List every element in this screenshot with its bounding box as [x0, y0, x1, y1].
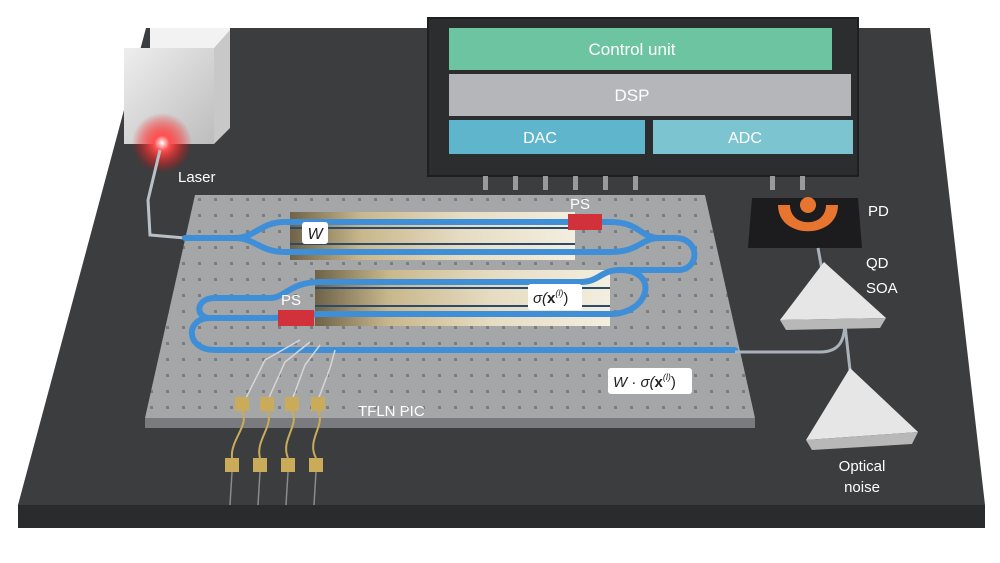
- activation-label-box: [528, 284, 582, 310]
- qd-soa-amplifier: [780, 262, 886, 320]
- control-pins: [483, 176, 805, 190]
- optical-noise-source: [806, 368, 918, 440]
- adc-block: [653, 120, 853, 154]
- weight-label-box: [302, 222, 328, 244]
- photodetector-ring: [778, 205, 838, 232]
- weight-lower-waveguide: [232, 235, 578, 255]
- weight-label: W: [307, 226, 324, 243]
- dac-label: DAC: [523, 130, 557, 147]
- board-leads: [229, 471, 317, 506]
- noise-label: noise: [844, 479, 880, 496]
- output-label-box: [608, 368, 692, 394]
- output-waveguide: [188, 315, 738, 353]
- weight-output-merge: [572, 235, 663, 255]
- activation-label: σ(x(l)): [533, 288, 568, 307]
- control-unit-block: [449, 28, 832, 70]
- photodetector-label: PD: [868, 203, 889, 220]
- control-unit-label: Control unit: [589, 40, 676, 59]
- laser-box-side: [214, 30, 230, 144]
- noise-fiber: [843, 324, 852, 371]
- soa-label: SOA: [866, 280, 898, 297]
- bond-pads: [225, 397, 325, 472]
- dsp-label: DSP: [615, 86, 650, 105]
- qd-label: QD: [866, 255, 889, 272]
- top-phase-shifter-label: PS: [570, 196, 590, 213]
- optical-label: Optical: [839, 458, 886, 475]
- optical-noise-source-base: [806, 432, 918, 450]
- top-phase-shifter: [568, 214, 602, 230]
- photodetector-core: [800, 197, 816, 213]
- left-phase-shifter: [278, 310, 314, 326]
- tfln-pic-chip-edge: [145, 418, 755, 428]
- board-front-edge: [18, 505, 985, 528]
- waveguides: [182, 219, 738, 353]
- dsp-block: [449, 74, 851, 116]
- activation-loop-waveguide: [607, 267, 649, 317]
- laser-box-top: [150, 28, 230, 48]
- laser-fiber: [146, 149, 186, 240]
- laser-label: Laser: [178, 169, 216, 186]
- tfln-pic-label: TFLN PIC: [358, 403, 425, 420]
- qd-soa-amplifier-base: [780, 318, 886, 330]
- bond-wires: [230, 410, 321, 459]
- dac-block: [449, 120, 645, 154]
- laser-glow: [132, 113, 192, 173]
- electrode-traces: [244, 339, 336, 401]
- left-phase-shifter-label: PS: [281, 292, 301, 309]
- output-label: W · σ(x(l)): [613, 372, 676, 391]
- adc-label: ADC: [728, 130, 762, 147]
